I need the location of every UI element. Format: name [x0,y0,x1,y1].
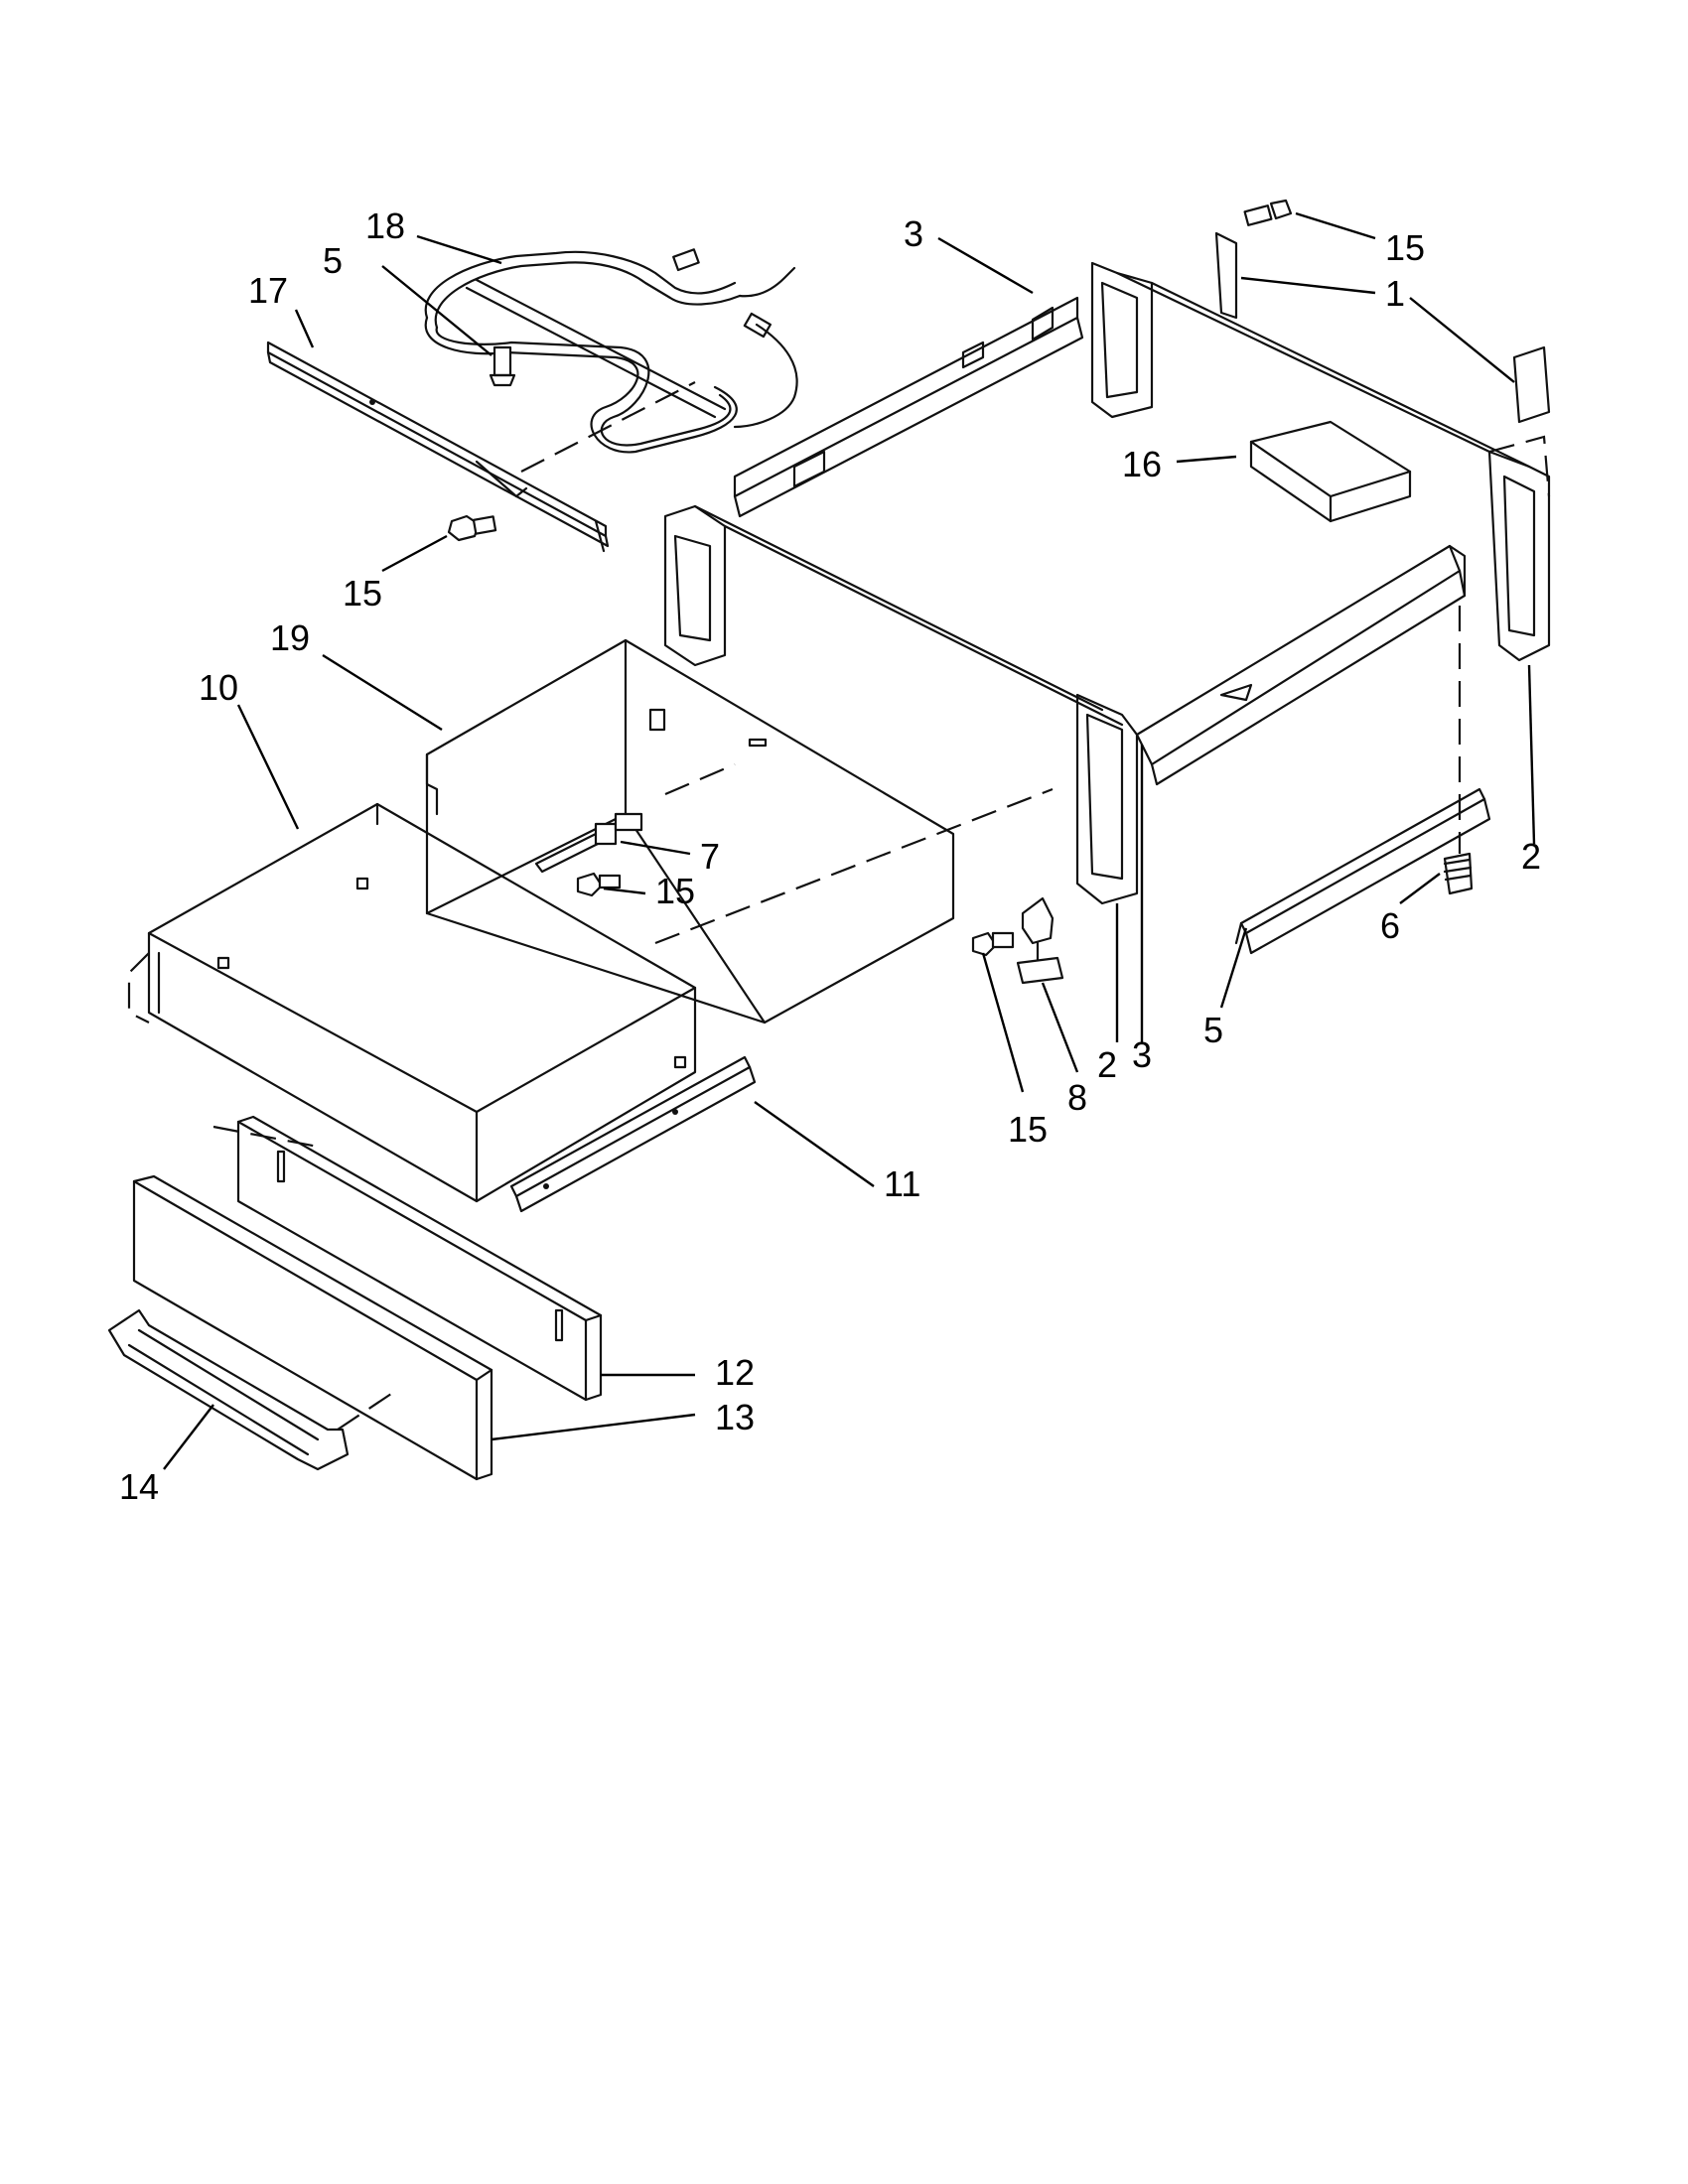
callout-2: 2 [1521,836,1541,877]
screw-part[interactable] [447,514,497,542]
callout-2: 2 [1097,1044,1117,1085]
callout-15: 15 [1385,227,1425,268]
screw-part[interactable] [489,345,516,387]
leveling-leg-part[interactable] [1443,852,1474,895]
callout-3: 3 [1132,1034,1152,1075]
callout-13: 13 [715,1397,755,1437]
callout-labels: 18 5 17 15 3 15 1 16 19 10 7 15 2 6 5 15… [119,205,1541,1507]
assembly-dashed-line [1488,435,1551,497]
callout-7: 7 [700,836,720,877]
side-bracket-part[interactable] [1214,231,1551,424]
callout-19: 19 [270,617,310,658]
callout-18: 18 [365,205,405,246]
callout-5: 5 [1203,1010,1223,1050]
side-frame-rail-part[interactable] [1135,544,1467,786]
bake-element-part[interactable] [424,248,798,454]
rear-frame-rail-part[interactable] [733,296,1084,518]
callout-3: 3 [904,213,923,254]
assembly-dashed-line [654,787,1054,945]
screw-part[interactable] [576,872,622,897]
screw-part[interactable] [971,931,1015,957]
sensor-probe-part[interactable] [534,812,643,874]
assembly-dashed-line [212,1125,319,1149]
leveling-foot-part[interactable] [1016,896,1064,985]
callout-10: 10 [199,667,238,708]
tray-bracket-part[interactable] [1249,420,1412,523]
callout-14: 14 [119,1466,159,1507]
callout-15: 15 [1008,1109,1048,1150]
callout-8: 8 [1067,1077,1087,1118]
assembly-dashed-line [520,381,696,473]
assembly-dashed-line [337,1389,398,1431]
assembly-dashed-line [127,952,150,1024]
drawer-box-part[interactable] [147,802,697,1203]
drawer-front-panel-part[interactable] [132,1174,493,1481]
right-rear-upright-part[interactable] [1090,261,1531,469]
callout-1: 1 [1385,273,1405,314]
callout-5: 5 [323,240,343,281]
front-trim-part[interactable] [266,341,610,553]
drawer-liner-part[interactable] [425,638,955,1024]
inner-drawer-panel-part[interactable] [236,1115,603,1402]
drawer-slide-part[interactable] [509,1055,757,1213]
front-frame-part[interactable] [663,504,1139,905]
screw-part[interactable] [1243,199,1293,226]
callout-leaders [163,211,1536,1470]
callout-11: 11 [884,1163,920,1204]
right-front-upright-part[interactable] [1487,450,1551,662]
callout-17: 17 [248,270,288,311]
callout-15: 15 [343,573,382,614]
callout-16: 16 [1122,444,1162,484]
callout-15: 15 [655,871,695,911]
assembly-dashed-line [664,762,736,796]
callout-6: 6 [1380,905,1400,946]
callout-12: 12 [715,1352,755,1393]
